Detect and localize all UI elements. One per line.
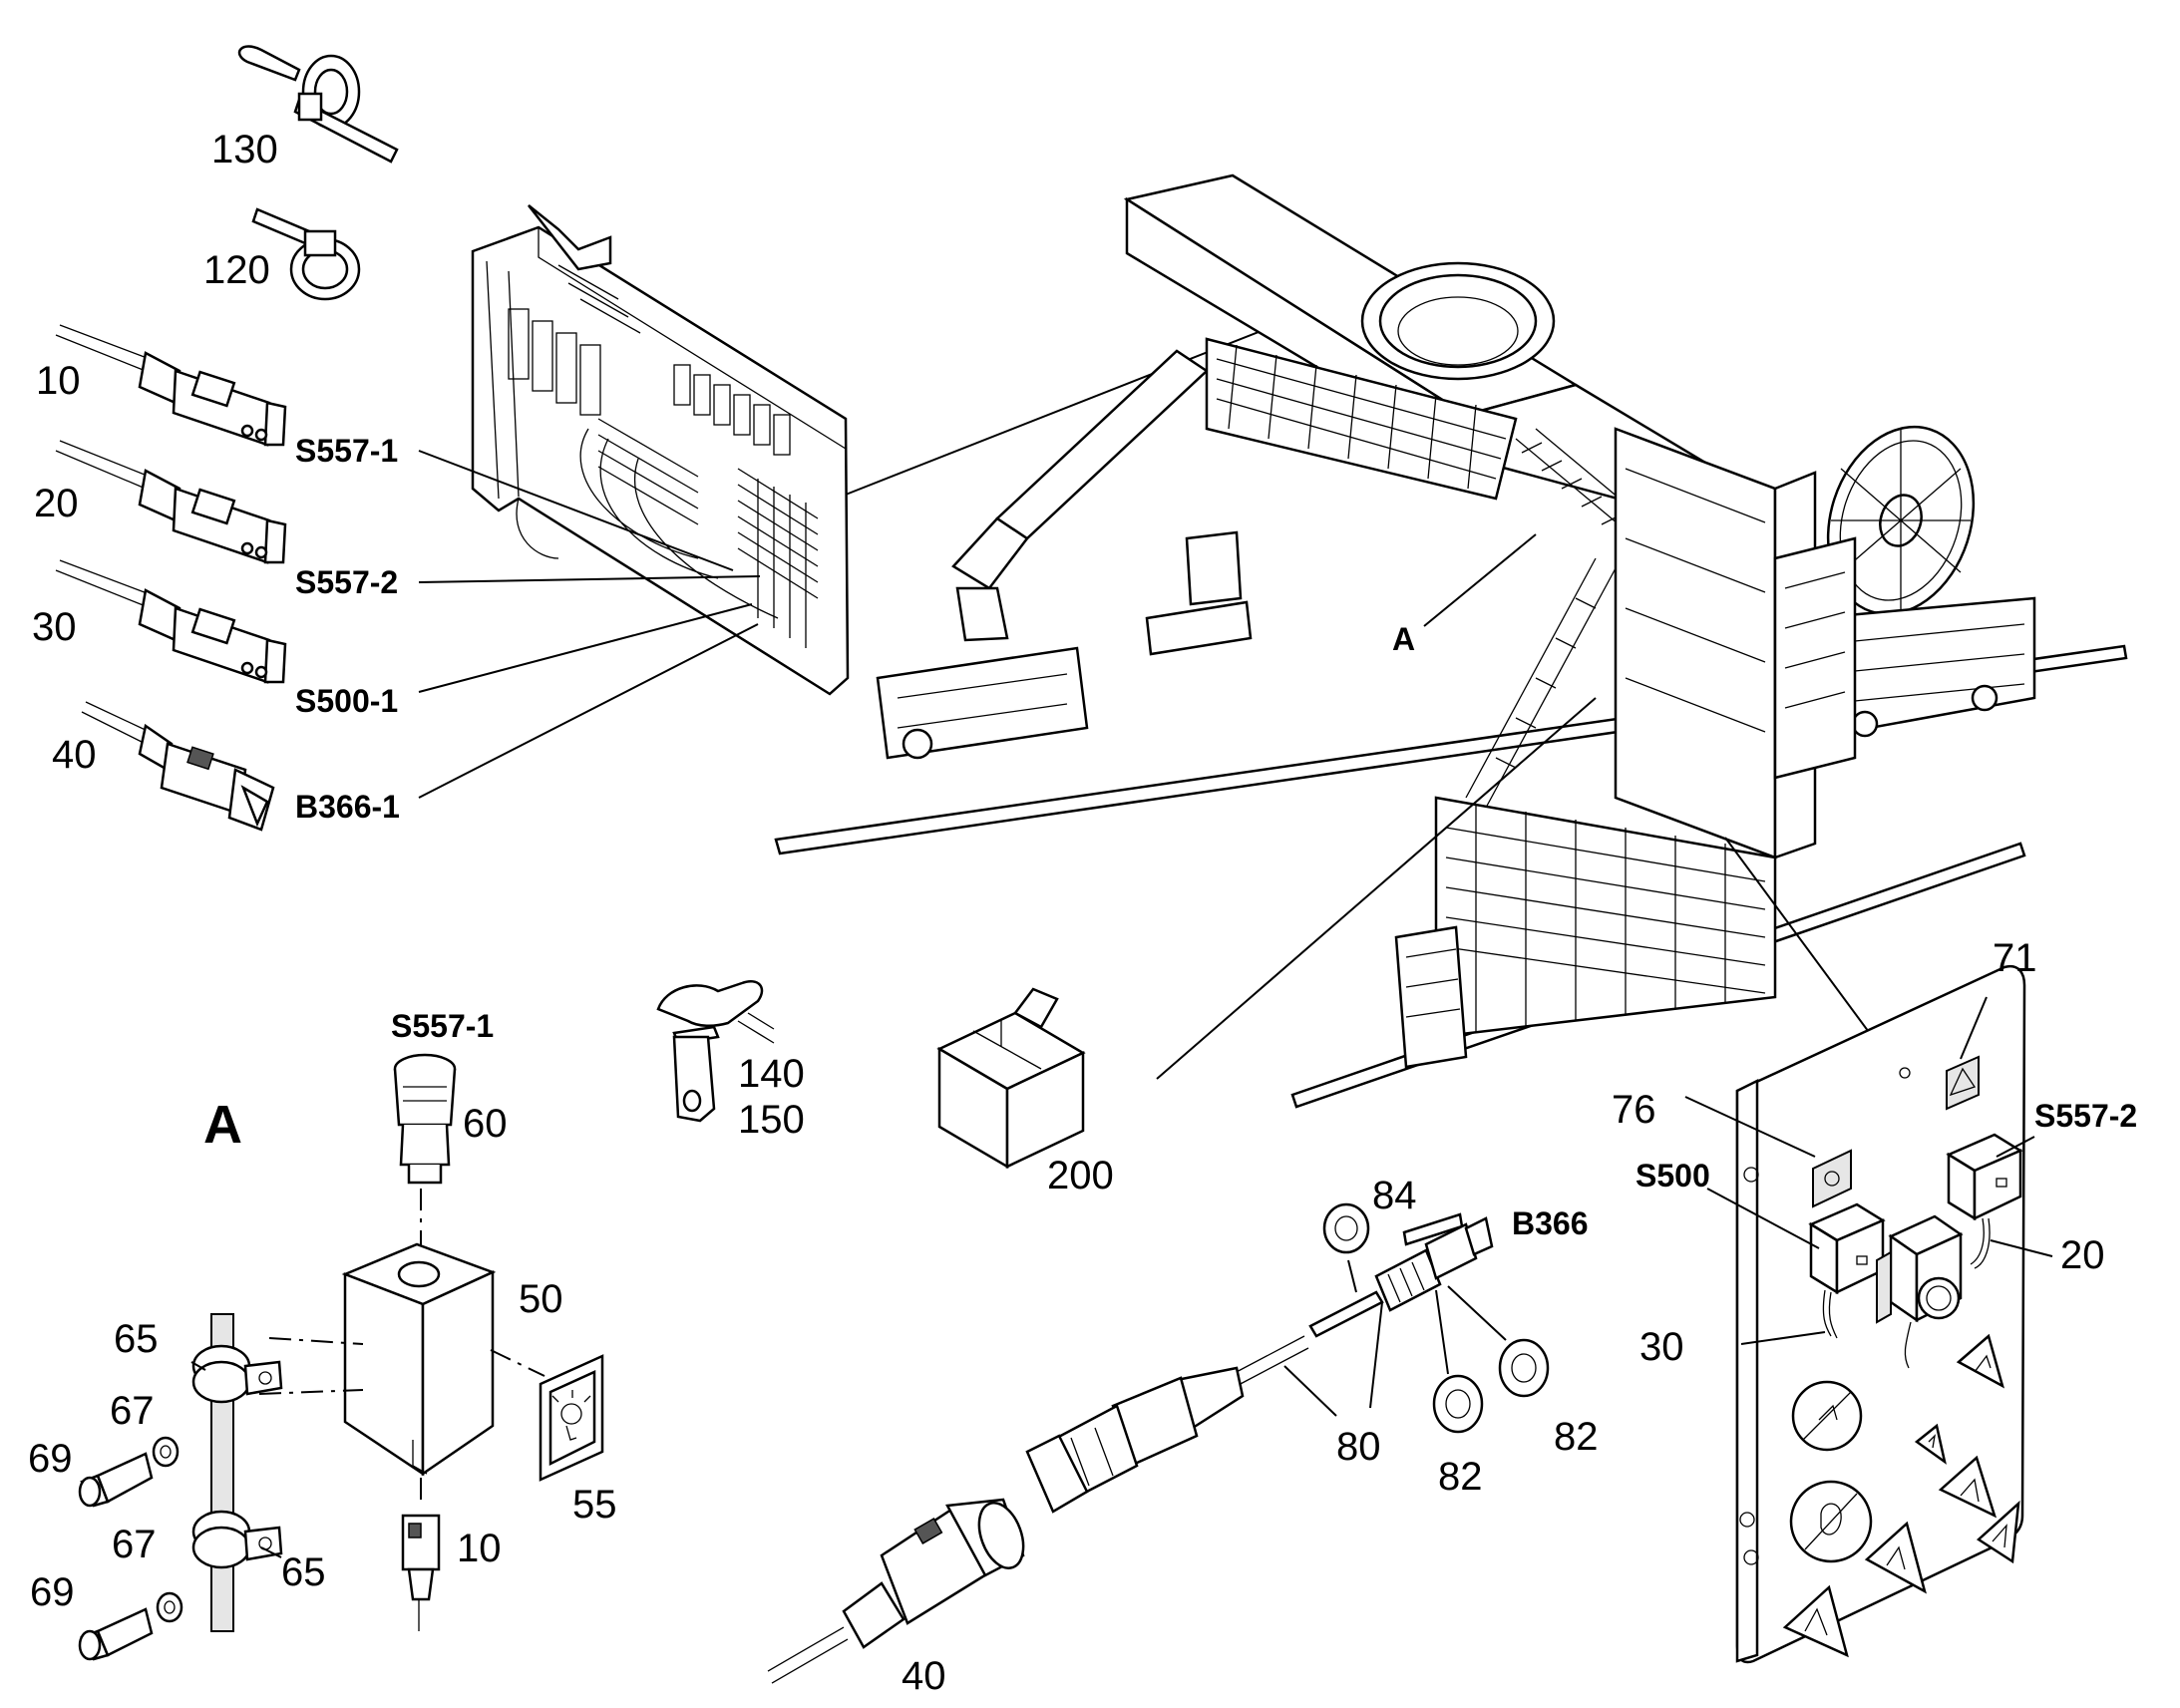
part-number-60: 60 <box>463 1102 508 1146</box>
switch-s557-1-label: S557-1 <box>391 1008 494 1044</box>
part-number-30-top: 30 <box>32 605 77 649</box>
sensor-b366-label: B366 <box>1512 1205 1589 1241</box>
control-panel-drawing <box>1735 964 2026 1664</box>
connector-10-drawing <box>55 324 287 447</box>
cable-clamp-130-drawing <box>237 45 399 164</box>
switch-60-drawing <box>393 1053 457 1185</box>
connector-40-bottom-drawing <box>767 1498 1025 1684</box>
washer-67-upper-drawing <box>152 1436 180 1468</box>
washer-67-lower-drawing <box>156 1591 183 1623</box>
part-number-130: 130 <box>211 128 278 171</box>
part-number-65-upper: 65 <box>114 1317 159 1361</box>
part-number-20-top: 20 <box>34 482 79 525</box>
package-200-drawing <box>936 987 1086 1170</box>
washer-82-right-drawing <box>1498 1338 1550 1398</box>
part-number-200: 200 <box>1047 1154 1114 1197</box>
part-number-120: 120 <box>203 248 270 292</box>
part-number-67-lower: 67 <box>112 1523 157 1566</box>
connector-10-bottom-drawing <box>401 1514 441 1631</box>
part-number-30-panel: 30 <box>1639 1325 1684 1369</box>
part-number-150: 150 <box>738 1098 805 1142</box>
detail-a-title: A <box>203 1095 242 1155</box>
reference-s557-1: S557-1 <box>295 433 398 469</box>
cable-tie-120-drawing <box>251 207 361 301</box>
part-number-10-bottom: 10 <box>457 1527 502 1570</box>
part-number-65-lower: 65 <box>281 1550 326 1594</box>
part-number-69-lower: 69 <box>30 1570 75 1614</box>
cable-80-plug-drawing <box>1025 1335 1309 1514</box>
connector-40-drawing <box>81 701 275 832</box>
detail-marker-a: A <box>1392 621 1415 657</box>
part-number-67-upper: 67 <box>110 1389 155 1433</box>
rod-with-clamps-drawing <box>191 1313 283 1632</box>
control-cabinet-drawing <box>471 204 850 696</box>
bracket-140-150-drawing <box>656 980 775 1123</box>
part-number-50: 50 <box>519 1277 563 1321</box>
part-number-20-panel: 20 <box>2060 1233 2105 1277</box>
housing-50-drawing <box>341 1242 497 1477</box>
screw-69-lower-drawing <box>78 1607 154 1661</box>
part-number-40-bottom: 40 <box>902 1654 946 1698</box>
reference-b366-1: B366-1 <box>295 789 400 825</box>
washer-82-left-drawing <box>1432 1374 1484 1434</box>
part-number-84: 84 <box>1372 1174 1417 1217</box>
sensor-b366-drawing <box>1308 1202 1494 1338</box>
part-number-76: 76 <box>1612 1088 1656 1132</box>
switch-s557-2-label: S557-2 <box>2034 1098 2137 1134</box>
part-number-71: 71 <box>1993 936 2037 980</box>
reference-s500-1: S500-1 <box>295 683 398 719</box>
part-number-140: 140 <box>738 1052 805 1096</box>
part-number-80: 80 <box>1336 1425 1381 1469</box>
part-number-69-upper: 69 <box>28 1437 73 1481</box>
screw-69-upper-drawing <box>78 1452 154 1508</box>
part-number-40-top: 40 <box>52 733 97 777</box>
part-number-82-right: 82 <box>1554 1415 1599 1459</box>
part-number-82-left: 82 <box>1438 1455 1483 1499</box>
part-number-10-top: 10 <box>36 359 81 403</box>
reference-s557-2: S557-2 <box>295 564 398 600</box>
part-number-55: 55 <box>572 1483 617 1527</box>
warning-label-55-drawing <box>539 1354 604 1482</box>
connector-20-drawing <box>55 440 287 564</box>
switch-s500-label: S500 <box>1635 1158 1710 1194</box>
machine-structure-drawing <box>774 173 2128 1246</box>
connector-30-drawing <box>55 559 287 684</box>
